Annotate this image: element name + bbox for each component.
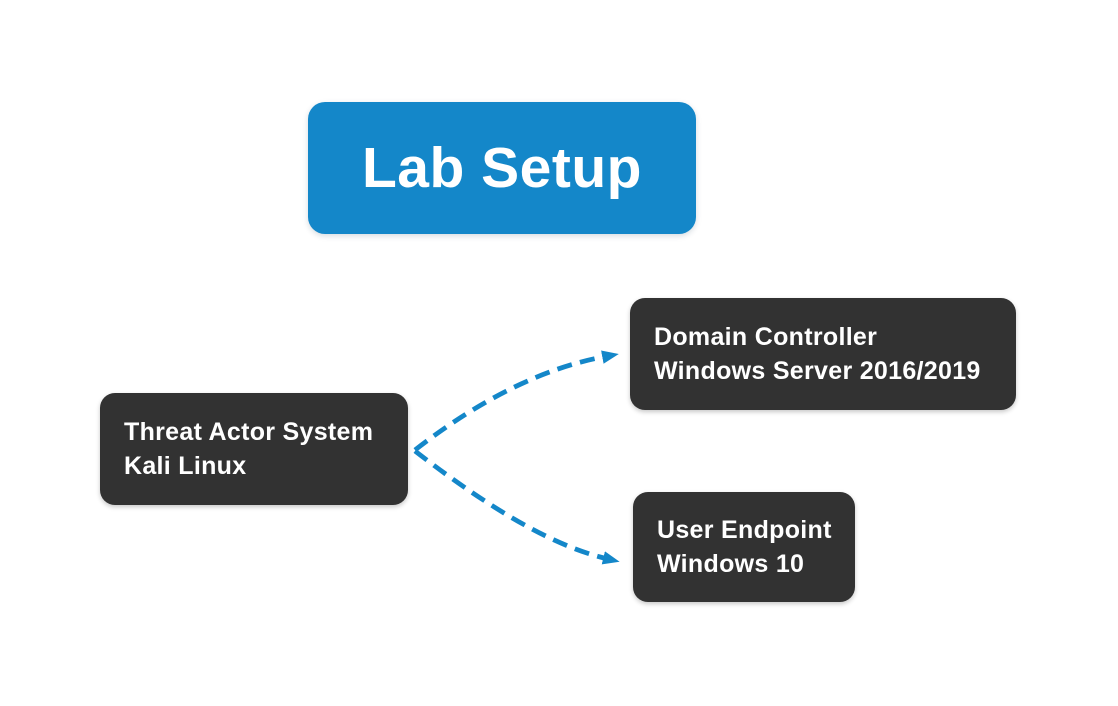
- node-user-endpoint-line2: Windows 10: [657, 550, 805, 578]
- edge-threat-to-domain-controller: [413, 350, 619, 452]
- node-user-endpoint: User Endpoint Windows 10: [633, 492, 855, 602]
- node-user-endpoint-line1: User Endpoint: [657, 516, 832, 544]
- diagram-title: Lab Setup: [361, 136, 642, 200]
- edge-threat-to-user-endpoint: [413, 449, 620, 565]
- node-domain-controller-line2: Windows Server 2016/2019: [654, 357, 981, 385]
- node-domain-controller: Domain Controller Windows Server 2016/20…: [630, 298, 1016, 410]
- node-threat-actor-system: Threat Actor System Kali Linux: [100, 393, 408, 505]
- title-box: Lab Setup: [308, 102, 696, 234]
- node-threat-actor-line2: Kali Linux: [124, 452, 247, 480]
- node-threat-actor-line1: Threat Actor System: [124, 418, 374, 446]
- node-domain-controller-line1: Domain Controller: [654, 323, 878, 351]
